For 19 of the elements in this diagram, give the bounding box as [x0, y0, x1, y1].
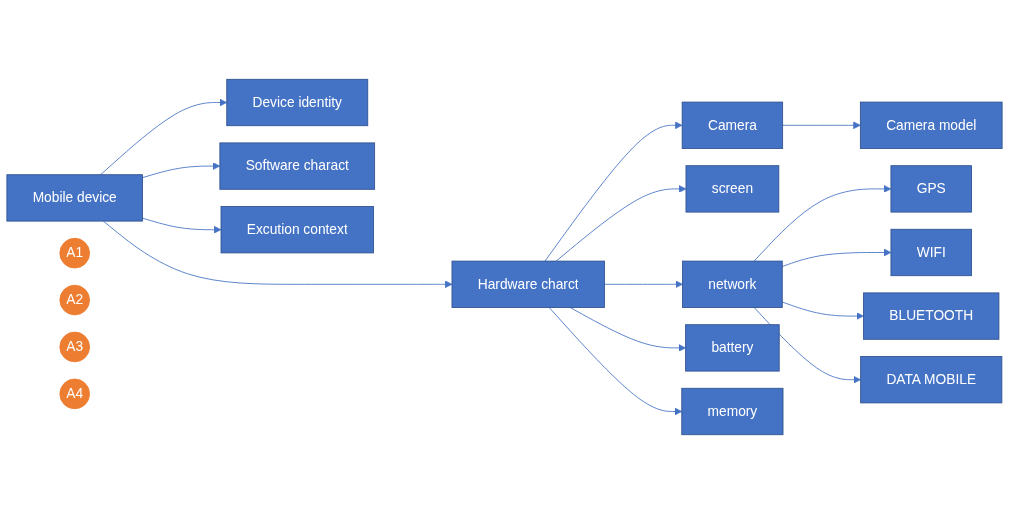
- node-box: WIFI: [890, 228, 972, 277]
- node-circle: A1: [59, 237, 90, 269]
- node-box: Camera model: [859, 101, 1003, 149]
- node-box: Software charact: [219, 142, 376, 190]
- node-box: Excution context: [220, 206, 374, 254]
- node-box: Device identity: [226, 78, 369, 127]
- node-box: battery: [685, 324, 780, 372]
- node-box: BLUETOOTH: [863, 292, 1000, 340]
- node-circle: A4: [59, 378, 90, 410]
- node-box: network: [682, 260, 783, 308]
- node-box: Camera: [681, 101, 784, 149]
- node-circle: A2: [59, 284, 90, 316]
- node-box: DATA MOBILE: [860, 356, 1003, 404]
- node-box: Mobile device: [6, 174, 143, 222]
- node-box: screen: [685, 165, 780, 213]
- node-circle: A3: [59, 331, 90, 363]
- node-box: memory: [681, 387, 784, 436]
- node-box: GPS: [890, 165, 972, 213]
- node-box: Hardware charct: [451, 260, 605, 308]
